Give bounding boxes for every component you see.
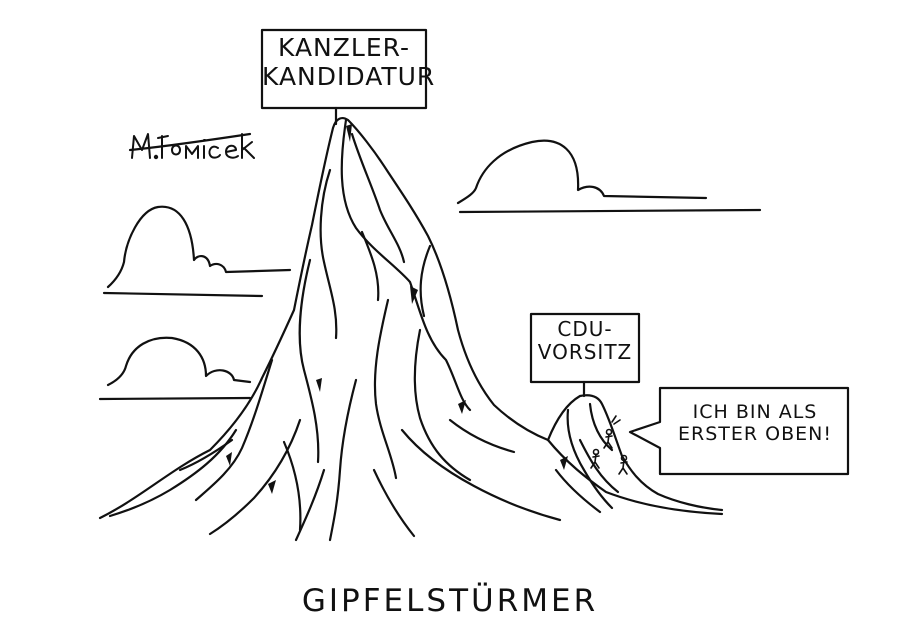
climbers [590,415,628,475]
sign-cdu-line2: VORSITZ [537,340,633,364]
small-mountain [546,394,724,514]
speech-bubble-line2: ERSTER OBEN! [678,422,832,445]
sign-cdu-label: CDU- VORSITZ [531,318,639,364]
artist-signature [131,133,255,160]
speech-bubble-line1: ICH BIN ALS [692,401,818,423]
sign-cdu-board [529,312,641,398]
sign-kanzler-label: KANZLER- KANDIDATUR [262,33,436,92]
main-mountain [98,117,724,542]
speech-bubble-text: ICH BIN ALS ERSTER OBEN! [660,401,850,446]
sign-kanzler-line1: KANZLER- [278,33,410,62]
sign-kanzler-line2: KANDIDATUR [262,61,436,91]
rock-shading [226,124,568,494]
sign-kanzler-board [260,28,428,126]
cloud-right [456,139,762,214]
cloud-left-bottom [98,336,252,401]
cloud-left-top [102,205,292,298]
sign-cdu-line1: CDU- [557,317,613,341]
speech-bubble-shape [628,386,850,476]
cartoon-title: GIPFELSTÜRMER [301,583,599,619]
